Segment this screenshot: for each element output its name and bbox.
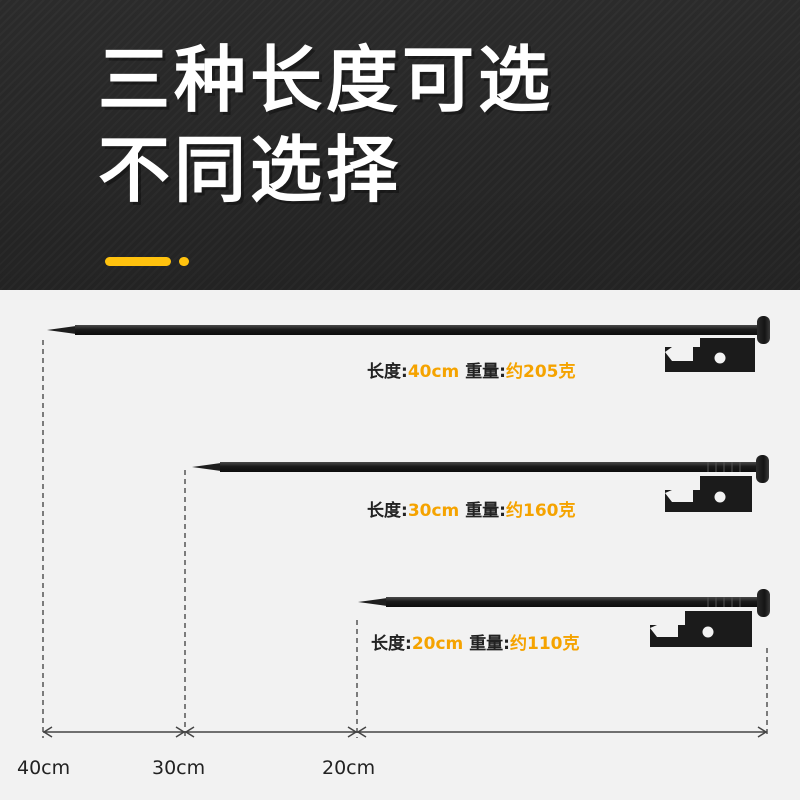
headline-line-2: 不同选择 — [98, 128, 403, 212]
stake-30cm-spec: 长度:30cm 重量:约160克 — [367, 496, 576, 521]
accent-dot — [179, 257, 189, 266]
length-label: 长度: — [367, 501, 408, 521]
scale-label-20cm: 20cm — [322, 757, 376, 779]
product-area — [0, 290, 800, 800]
dashed-guides — [42, 340, 768, 738]
header-banner: 三种长度可选 不同选择 — [0, 0, 800, 290]
stake-40cm-spec: 长度:40cm 重量:约205克 — [367, 357, 576, 382]
stake-20cm — [358, 589, 770, 647]
length-label: 长度: — [371, 634, 412, 654]
measurement-scale — [42, 726, 768, 738]
length-value: 20cm — [411, 634, 464, 654]
weight-value: 约205克 — [506, 362, 576, 382]
weight-label: 重量: — [469, 634, 510, 654]
length-label: 长度: — [367, 362, 408, 382]
length-value: 40cm — [407, 362, 460, 382]
weight-value: 约110克 — [510, 634, 580, 654]
headline-line-1: 三种长度可选 — [98, 38, 555, 122]
stake-40cm — [47, 316, 770, 372]
weight-label: 重量: — [465, 362, 506, 382]
stake-20cm-spec: 长度:20cm 重量:约110克 — [371, 629, 580, 654]
length-value: 30cm — [407, 501, 460, 521]
accent-bar — [105, 257, 171, 266]
weight-value: 约160克 — [506, 501, 576, 521]
stake-30cm — [192, 455, 769, 512]
scale-label-30cm: 30cm — [152, 757, 206, 779]
weight-label: 重量: — [465, 501, 506, 521]
scale-label-40cm: 40cm — [17, 757, 71, 779]
